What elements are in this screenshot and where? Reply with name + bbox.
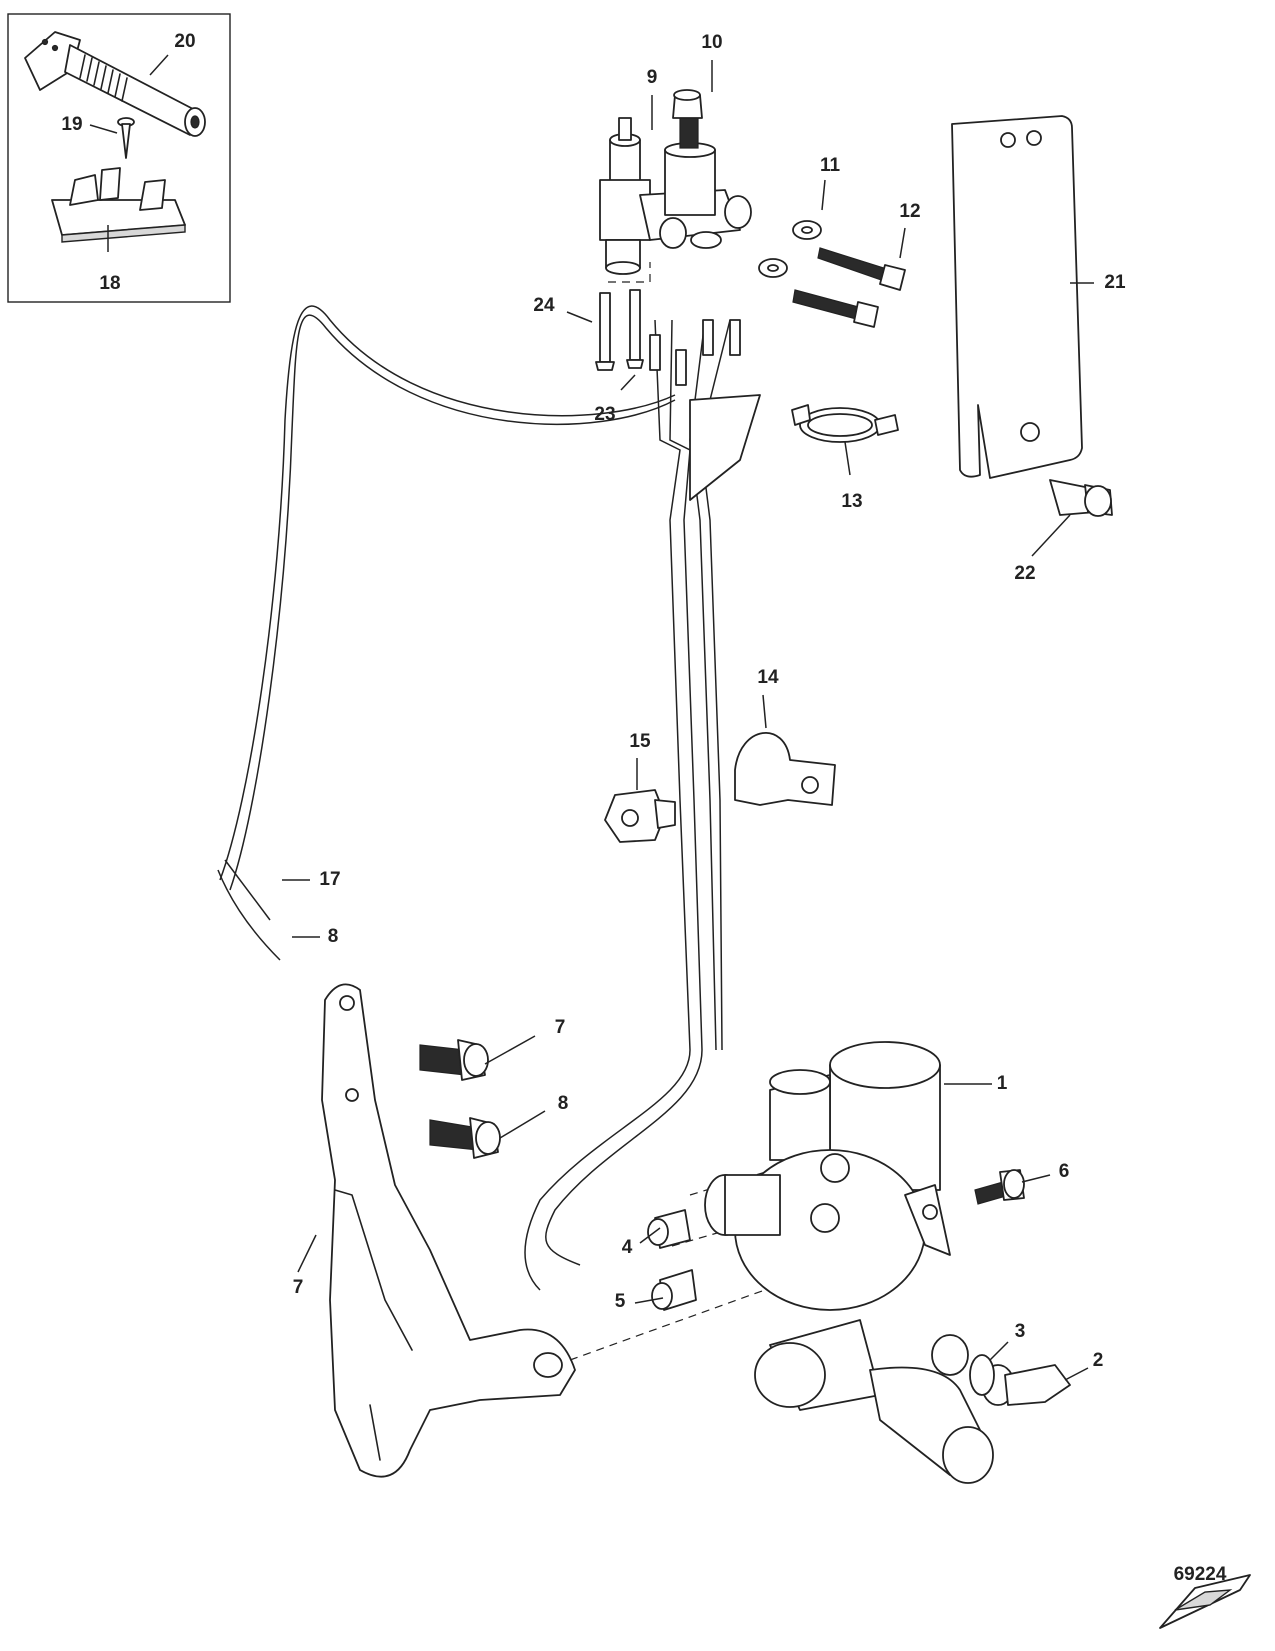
- washers-bolts: [758, 220, 906, 328]
- bolt-part-6: [974, 1169, 1025, 1205]
- wire-harness: [217, 305, 761, 1291]
- callout-23: 23: [594, 404, 615, 425]
- callout-24: 24: [533, 295, 555, 316]
- callout-labels: 20 19 18 9 10 11 12 21 13 22 24 23 14 15…: [61, 31, 1226, 1585]
- callout-8b: 8: [558, 1093, 569, 1114]
- callout-15: 14: [757, 667, 779, 688]
- housing-part-1: [704, 1041, 994, 1484]
- callout-3: 3: [1015, 1321, 1026, 1342]
- oring-part-3: [969, 1354, 995, 1396]
- callout-20: 20: [174, 31, 195, 52]
- callout-13: 12: [899, 201, 920, 222]
- boat-orientation-icon: [1159, 1574, 1251, 1629]
- callout-8a: 7: [555, 1017, 566, 1038]
- plate-part-21: [951, 115, 1083, 479]
- plug-part-2: [981, 1364, 1071, 1406]
- callout-21: 21: [1104, 272, 1126, 293]
- callout-18: 18: [99, 273, 120, 294]
- pins-23-24: [595, 262, 651, 371]
- clip-holder-part-18: [51, 167, 186, 243]
- callout-6: 6: [1059, 1161, 1070, 1182]
- callout-5: 5: [615, 1291, 626, 1312]
- clamp-part-14: [791, 404, 899, 443]
- bolt-part-22: [1049, 479, 1113, 517]
- callout-19: 19: [61, 114, 82, 135]
- bracket-arm-part-7: [321, 983, 576, 1478]
- fittings-4-5: [647, 1209, 697, 1311]
- callout-22: 22: [1014, 563, 1035, 584]
- valve-assembly: [599, 89, 752, 275]
- bracket-part-15: [734, 732, 836, 806]
- callout-10: 9: [647, 67, 658, 88]
- callout-4: 4: [622, 1237, 633, 1258]
- callout-2: 2: [1093, 1350, 1104, 1371]
- tool-part-20: [24, 31, 206, 137]
- callout-16: 15: [629, 731, 651, 752]
- bolts-part-8: [419, 1039, 501, 1159]
- nut-part-16: [604, 789, 676, 843]
- drawing-number: 69224: [1174, 1564, 1227, 1585]
- leader-lines: [89, 54, 1094, 1381]
- callout-9: 8: [328, 926, 339, 947]
- callout-7: 7: [293, 1277, 304, 1298]
- callout-11: 10: [701, 32, 722, 53]
- inset-box: [7, 13, 231, 303]
- callout-14: 13: [841, 491, 862, 512]
- callout-17: 17: [319, 869, 340, 890]
- screw-part-19: [117, 117, 135, 159]
- callout-1: 1: [997, 1073, 1008, 1094]
- callout-12: 11: [820, 155, 841, 176]
